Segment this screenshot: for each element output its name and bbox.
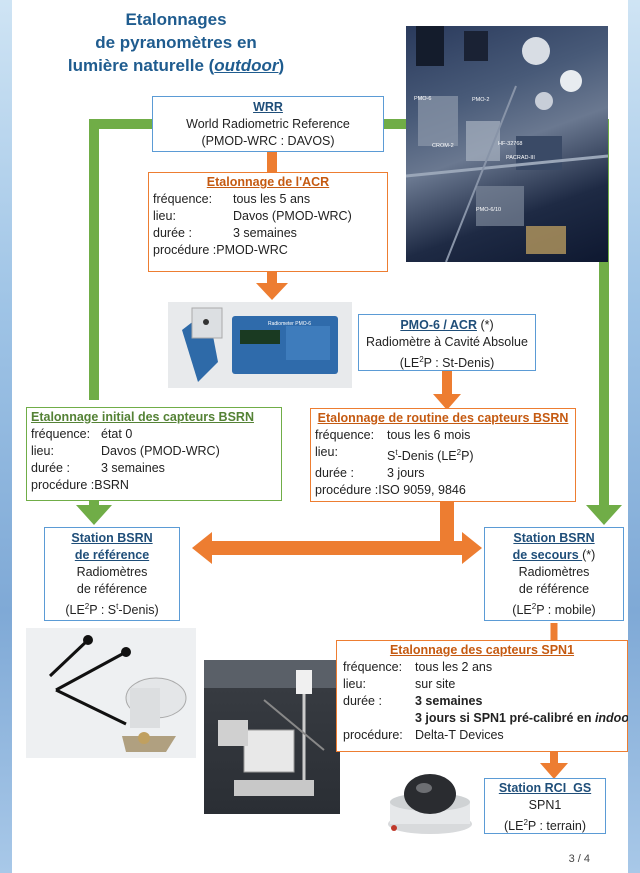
bsrn-tracker-illustration	[48, 635, 187, 752]
acr-title: Etalonnage de l'ACR	[206, 175, 330, 189]
initial-calibration-box: Etalonnage initial des capteurs BSRN fré…	[26, 407, 282, 501]
wrr-box: WRR World Radiometric Reference (PMOD-WR…	[152, 96, 384, 152]
page-title: Etalonnages de pyranomètres en lumière n…	[56, 8, 296, 77]
title-line-2: de pyranomètres en	[95, 33, 257, 52]
routine-row-place: lieu:St-Denis (LE2P)	[315, 445, 474, 464]
title-line-1: Etalonnages	[125, 10, 227, 29]
instrument-rack-illustration: PMO-6 PMO-2 CROM-2 HF-32768 PACRAD-III P…	[406, 26, 608, 262]
page-number: 3 / 4	[568, 853, 590, 865]
station-bsrn-secours-box: Station BSRN de secours (*) Radiomètres …	[484, 527, 624, 621]
acr-row-place: lieu:Davos (PMOD-WRC)	[153, 209, 352, 223]
green-arrowhead-left	[76, 505, 112, 525]
spn1-row-duration: durée :3 semaines	[343, 694, 483, 708]
orange-arrowhead-acr	[256, 283, 288, 300]
orange-arrowhead-rci	[540, 763, 568, 779]
document-page: Etalonnages de pyranomètres en lumière n…	[12, 0, 628, 873]
acr-row-duration: durée :3 semaines	[153, 226, 297, 240]
pmo6-device-illustration: Radiometer PMO-6	[182, 307, 338, 382]
spn1-station-photo	[204, 660, 340, 814]
green-connector-left	[89, 119, 164, 400]
spn1-row-procedure: procédure:Delta-T Devices	[343, 728, 504, 742]
spn1-row-frequency: fréquence:tous les 2 ans	[343, 660, 493, 674]
wrr-line-1: World Radiometric Reference	[186, 117, 350, 131]
ref-title-1: Station BSRN	[71, 531, 153, 545]
ref-line-1: Radiomètres	[76, 565, 148, 579]
rack-label-hf: HF-32768	[498, 141, 522, 147]
secours-line-3: (LE2P : mobile)	[512, 602, 596, 618]
pmo6-line-2: (LE2P : St-Denis)	[399, 355, 495, 371]
initial-title: Etalonnage initial des capteurs BSRN	[31, 410, 254, 424]
spn1-title: Etalonnage des capteurs SPN1	[389, 643, 575, 657]
rci-title: Station RCI_GS	[498, 781, 592, 795]
pmo6-title: PMO-6 / ACR (*)	[400, 318, 494, 332]
initial-row-place: lieu:Davos (PMOD-WRC)	[31, 444, 220, 458]
spn1-row-place: lieu:sur site	[343, 677, 456, 691]
rci-line-2: (LE2P : terrain)	[503, 818, 587, 834]
initial-row-frequency: fréquence:état 0	[31, 427, 133, 441]
green-arrowhead-right	[586, 505, 622, 525]
routine-row-frequency: fréquence:tous les 6 mois	[315, 428, 471, 442]
routine-title: Etalonnage de routine des capteurs BSRN	[317, 411, 569, 425]
ref-line-3: (LE2P : St-Denis)	[65, 602, 159, 618]
rack-label-pmo6-10: PMO-6/10	[476, 207, 501, 213]
rack-label-pacrad: PACRAD-III	[506, 155, 535, 161]
ref-title-2: de référence	[74, 548, 150, 562]
rack-label-crom2: CROM-2	[432, 143, 454, 149]
acr-row-procedure: procédure :PMOD-WRC	[153, 243, 288, 257]
station-bsrn-reference-box: Station BSRN de référence Radiomètres de…	[44, 527, 180, 621]
pmo6-acr-box: PMO-6 / ACR (*) Radiomètre à Cavité Abso…	[358, 314, 536, 371]
orange-arrowhead-left	[192, 532, 212, 564]
title-line-3: lumière naturelle (outdoor)	[67, 56, 285, 75]
device-label: Radiometer PMO-6	[268, 321, 311, 327]
rci-line-1: SPN1	[528, 798, 562, 812]
rack-label-pmo2: PMO-2	[472, 97, 489, 103]
initial-row-procedure: procédure :BSRN	[31, 478, 129, 492]
pmo6-device-photo: Radiometer PMO-6	[168, 302, 352, 388]
routine-row-procedure: procédure :ISO 9059, 9846	[315, 483, 466, 498]
spn1-sensor-illustration	[388, 774, 472, 834]
spn1-sensor-photo	[380, 768, 478, 840]
pmo6-line-1: Radiomètre à Cavité Absolue	[366, 335, 528, 349]
orange-arrowhead-routine	[433, 394, 461, 410]
ref-line-2: de référence	[76, 582, 148, 596]
wrr-line-2: (PMOD-WRC : DAVOS)	[201, 134, 335, 148]
rack-label-pmo6: PMO-6	[414, 96, 431, 102]
acr-row-frequency: fréquence:tous les 5 ans	[153, 192, 311, 206]
secours-line-1: Radiomètres	[518, 565, 590, 579]
instrument-rack-photo: PMO-6 PMO-2 CROM-2 HF-32768 PACRAD-III P…	[406, 26, 608, 262]
orange-arrowhead-right	[462, 532, 482, 564]
spn1-station-illustration	[204, 660, 340, 796]
initial-row-duration: durée :3 semaines	[31, 461, 165, 475]
secours-title-2: de secours (*)	[512, 548, 596, 562]
routine-row-duration: durée :3 jours	[315, 466, 425, 481]
secours-title-1: Station BSRN	[513, 531, 595, 545]
spn1-row-duration-alt: 3 jours si SPN1 pré-calibré en indoor	[415, 711, 628, 725]
station-rci-gs-box: Station RCI_GS SPN1 (LE2P : terrain)	[484, 778, 606, 834]
wrr-title: WRR	[253, 100, 283, 114]
acr-calibration-box: Etalonnage de l'ACR fréquence:tous les 5…	[148, 172, 388, 272]
routine-calibration-box: Etalonnage de routine des capteurs BSRN …	[310, 408, 576, 502]
bsrn-tracker-photo	[26, 628, 196, 758]
secours-line-2: de référence	[518, 582, 590, 596]
spn1-calibration-box: Etalonnage des capteurs SPN1 fréquence:t…	[336, 640, 628, 752]
